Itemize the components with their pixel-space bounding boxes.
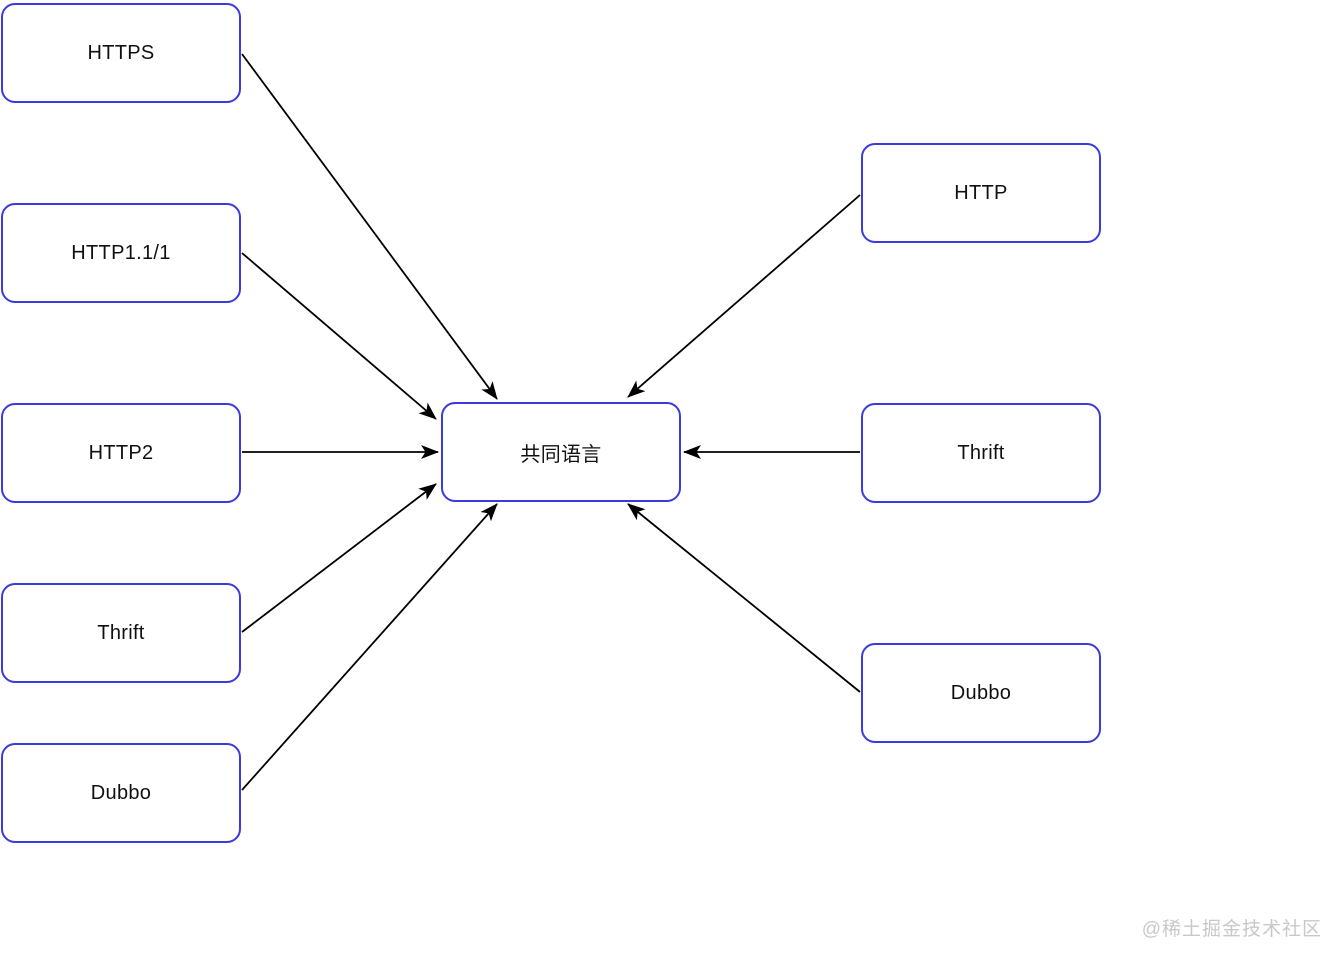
node-left-dubbo: Dubbo [1,743,241,843]
node-right-dubbo: Dubbo [861,643,1101,743]
node-http2: HTTP2 [1,403,241,503]
node-right-http: HTTP [861,143,1101,243]
arrow-right-dubbo-to-center [627,503,861,693]
arrow-left-thrift-to-center [241,483,437,633]
node-common-language: 共同语言 [441,402,681,502]
watermark-text: @稀土掘金技术社区 [1141,919,1322,940]
arrow-http11-to-center [241,252,437,420]
arrow-https-to-center [241,53,498,400]
node-http11: HTTP1.1/1 [1,203,241,303]
arrow-right-http-to-center [627,194,861,398]
node-right-thrift: Thrift [861,403,1101,503]
arrow-left-dubbo-to-center [241,503,498,791]
node-left-thrift: Thrift [1,583,241,683]
node-https: HTTPS [1,3,241,103]
